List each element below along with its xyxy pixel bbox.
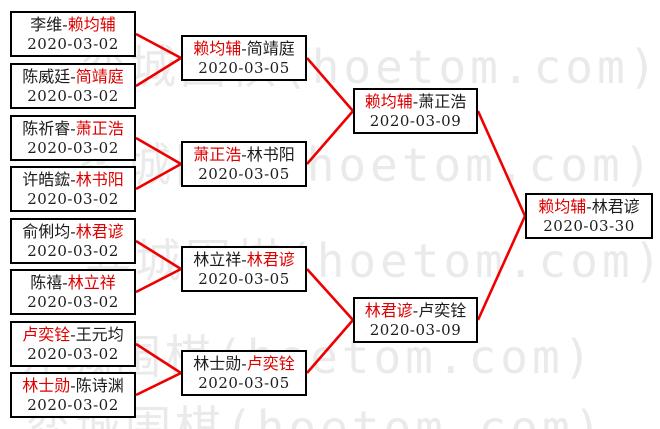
match-date: 2020-03-02 <box>27 241 119 260</box>
match-box-round3-1: 赖均辅-萧正浩 2020-03-09 <box>353 88 478 134</box>
player-name: 林君谚 <box>246 249 295 269</box>
match-players: 俞俐均-林君谚 <box>12 222 134 242</box>
match-date: 2020-03-05 <box>198 269 290 288</box>
match-date: 2020-03-02 <box>27 86 119 105</box>
match-players: 李维-赖均辅 <box>12 15 134 35</box>
player-name: 赖均辅 <box>538 196 587 216</box>
name-separator: - <box>241 249 247 269</box>
player-name: 李维 <box>30 14 63 34</box>
match-box-round1-5: 俞俐均-林君谚 2020-03-02 <box>10 218 136 264</box>
match-date: 2020-03-05 <box>198 58 290 77</box>
match-players: 陈禧-林立祥 <box>12 273 134 293</box>
match-players: 陈威廷-简靖庭 <box>12 67 134 87</box>
player-name: 林书阳 <box>75 169 124 189</box>
match-date: 2020-03-30 <box>543 216 635 235</box>
name-separator: - <box>241 353 247 373</box>
match-box-round2-2: 萧正浩-林书阳 2020-03-05 <box>181 141 307 187</box>
match-players: 林君谚-卢奕铨 <box>355 301 476 321</box>
player-name: 林君谚 <box>591 196 640 216</box>
match-date: 2020-03-02 <box>27 189 119 208</box>
match-players: 林士勋-陈诗渊 <box>12 376 134 396</box>
player-name: 陈诗渊 <box>75 375 124 395</box>
match-players: 林立祥-林君谚 <box>183 250 305 270</box>
match-players: 赖均辅-林君谚 <box>527 197 651 217</box>
name-separator: - <box>241 38 247 58</box>
match-date: 2020-03-02 <box>27 138 119 157</box>
name-separator: - <box>70 375 76 395</box>
name-separator: - <box>70 324 76 344</box>
match-box-round1-2: 陈威廷-简靖庭 2020-03-02 <box>10 63 136 109</box>
name-separator: - <box>70 118 76 138</box>
player-name: 赖均辅 <box>67 14 116 34</box>
name-separator: - <box>241 144 247 164</box>
match-date: 2020-03-09 <box>369 320 462 339</box>
match-players: 许皓鋐-林书阳 <box>12 170 134 190</box>
player-name: 卢奕铨 <box>246 353 295 373</box>
player-name: 萧正浩 <box>193 144 242 164</box>
match-date: 2020-03-02 <box>27 395 119 414</box>
player-name: 赖均辅 <box>364 91 413 111</box>
match-players: 赖均辅-简靖庭 <box>183 39 305 59</box>
match-box-round2-1: 赖均辅-简靖庭 2020-03-05 <box>181 35 307 81</box>
player-name: 萧正浩 <box>418 91 467 111</box>
match-players: 萧正浩-林书阳 <box>183 145 305 165</box>
player-name: 林士勋 <box>193 353 242 373</box>
match-date: 2020-03-05 <box>198 164 290 183</box>
player-name: 许皓鋐 <box>22 169 71 189</box>
name-separator: - <box>70 66 76 86</box>
player-name: 卢奕铨 <box>418 300 467 320</box>
match-box-round1-4: 许皓鋐-林书阳 2020-03-02 <box>10 166 136 212</box>
player-name: 萧正浩 <box>75 118 124 138</box>
name-separator: - <box>62 14 68 34</box>
player-name: 赖均辅 <box>193 38 242 58</box>
player-name: 林君谚 <box>364 300 413 320</box>
match-date: 2020-03-02 <box>27 34 119 53</box>
player-name: 陈威廷 <box>22 66 71 86</box>
name-separator: - <box>586 196 592 216</box>
player-name: 林立祥 <box>67 272 116 292</box>
player-name: 简靖庭 <box>246 38 295 58</box>
player-name: 陈祈睿 <box>22 118 71 138</box>
match-players: 林士勋-卢奕铨 <box>183 354 305 374</box>
match-box-round1-7: 卢奕铨-王元均 2020-03-02 <box>10 321 136 367</box>
player-name: 林立祥 <box>193 249 242 269</box>
name-separator: - <box>70 221 76 241</box>
player-name: 王元均 <box>75 324 124 344</box>
match-date: 2020-03-09 <box>369 111 462 130</box>
match-box-round1-1: 李维-赖均辅 2020-03-02 <box>10 11 136 57</box>
name-separator: - <box>412 300 419 320</box>
match-box-round2-3: 林立祥-林君谚 2020-03-05 <box>181 246 307 292</box>
name-separator: - <box>70 169 76 189</box>
player-name: 陈禧 <box>30 272 63 292</box>
match-players: 陈祈睿-萧正浩 <box>12 119 134 139</box>
name-separator: - <box>62 272 68 292</box>
match-box-round3-2: 林君谚-卢奕铨 2020-03-09 <box>353 297 478 343</box>
match-box-round1-6: 陈禧-林立祥 2020-03-02 <box>10 269 136 315</box>
player-name: 林士勋 <box>22 375 71 395</box>
match-box-round1-8: 林士勋-陈诗渊 2020-03-02 <box>10 372 136 418</box>
match-date: 2020-03-02 <box>27 344 119 363</box>
match-date: 2020-03-05 <box>198 373 290 392</box>
name-separator: - <box>412 91 419 111</box>
match-date: 2020-03-02 <box>27 292 119 311</box>
player-name: 俞俐均 <box>22 221 71 241</box>
match-box-final: 赖均辅-林君谚 2020-03-30 <box>525 193 653 239</box>
player-name: 简靖庭 <box>75 66 124 86</box>
match-players: 赖均辅-萧正浩 <box>355 92 476 112</box>
match-box-round2-4: 林士勋-卢奕铨 2020-03-05 <box>181 350 307 396</box>
player-name: 卢奕铨 <box>22 324 71 344</box>
player-name: 林君谚 <box>75 221 124 241</box>
match-players: 卢奕铨-王元均 <box>12 325 134 345</box>
match-box-round1-3: 陈祈睿-萧正浩 2020-03-02 <box>10 115 136 161</box>
player-name: 林书阳 <box>246 144 295 164</box>
